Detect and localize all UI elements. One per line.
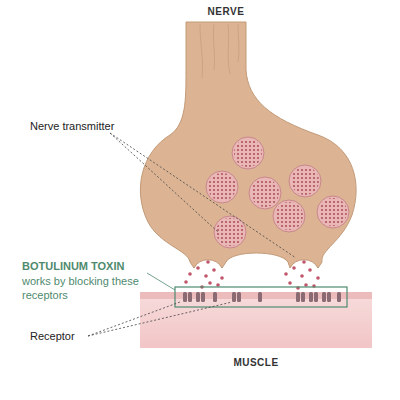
vesicle-contents: [291, 167, 319, 195]
nerve-terminal: [140, 22, 356, 268]
callout-label: Receptor: [30, 330, 90, 344]
vesicle-contents: [319, 198, 347, 226]
receptor: [213, 292, 217, 302]
vesicle-contents: [251, 179, 279, 207]
released-transmitter: [184, 260, 320, 290]
receptors: [183, 292, 341, 302]
receptor: [201, 292, 205, 302]
transmitter-dot: [184, 280, 188, 284]
vesicle: [273, 200, 305, 232]
callout-line: [147, 273, 175, 290]
vesicle: [289, 165, 321, 197]
transmitter-dot: [300, 274, 304, 278]
structure-title: NERVE: [196, 6, 256, 19]
transmitter-dot: [212, 268, 216, 272]
receptor: [183, 292, 187, 302]
receptor: [314, 292, 318, 302]
transmitter-dot: [220, 276, 224, 280]
transmitter-dot: [206, 260, 210, 264]
vesicle: [206, 171, 238, 203]
receptor: [322, 292, 326, 302]
transmitter-dot: [204, 274, 208, 278]
transmitter-dot: [292, 266, 296, 270]
receptor: [296, 292, 300, 302]
transmitter-dot: [196, 266, 200, 270]
transmitter-dot: [302, 260, 306, 264]
vesicle: [232, 137, 264, 169]
receptor: [188, 292, 192, 302]
vesicles: [206, 137, 349, 248]
receptor: [232, 292, 236, 302]
axon-fibres: [200, 24, 239, 78]
vesicle: [249, 177, 281, 209]
callout-label: Nerve transmitter: [30, 120, 140, 134]
vesicle: [317, 196, 349, 228]
callout-heading: BOTULINUM TOXIN: [22, 260, 152, 274]
structure-title: MUSCLE: [226, 357, 286, 370]
vesicle-contents: [234, 139, 262, 167]
receptor: [258, 292, 262, 302]
transmitter-dot: [188, 272, 192, 276]
receptor: [337, 292, 341, 302]
receptor: [309, 292, 313, 302]
transmitter-dot: [216, 283, 220, 287]
transmitter-dot: [304, 283, 308, 287]
callout-note: works by blocking these receptors: [22, 275, 147, 303]
transmitter-dot: [208, 281, 212, 285]
receptor: [237, 292, 241, 302]
leader-lines: [88, 133, 296, 336]
transmitter-dot: [288, 281, 292, 285]
vesicle-contents: [275, 202, 303, 230]
receptor: [327, 292, 331, 302]
transmitter-dot: [308, 268, 312, 272]
receptor-highlight-box: [175, 287, 347, 307]
vesicle-contents: [208, 173, 236, 201]
receptor: [301, 292, 305, 302]
transmitter-dot: [316, 276, 320, 280]
receptor: [196, 292, 200, 302]
transmitter-dot: [284, 272, 288, 276]
vesicle-contents: [216, 218, 244, 246]
